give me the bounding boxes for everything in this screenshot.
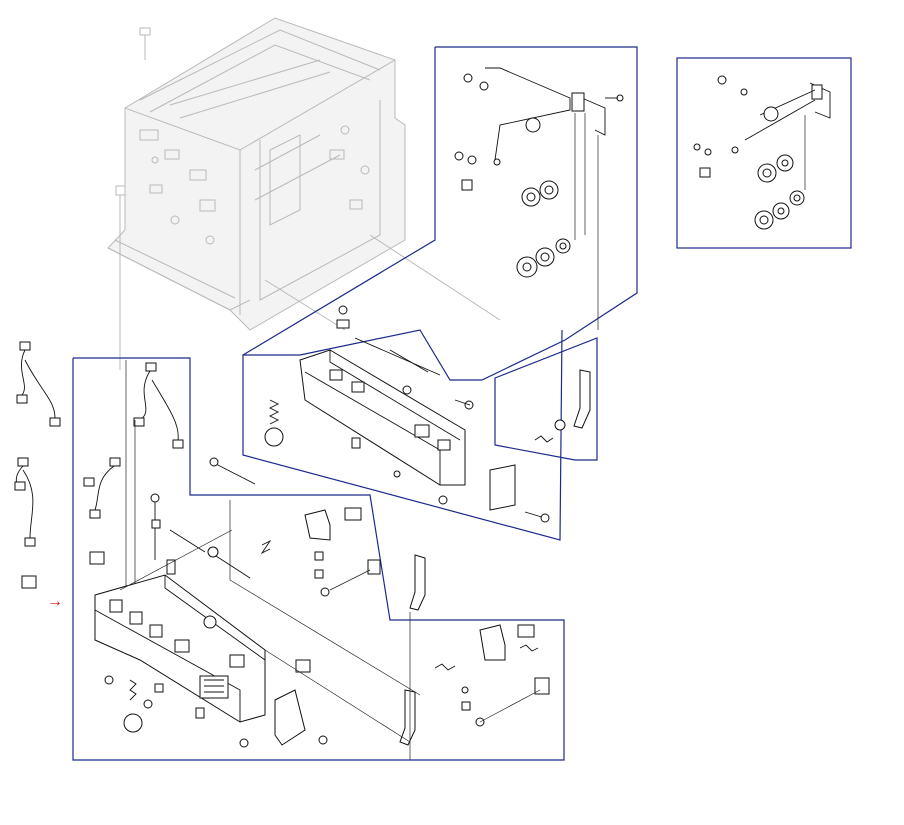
- gear-set-upper: [516, 180, 571, 278]
- main-assembly-parts: [83, 360, 550, 760]
- drive-assembly-variant-frame: [676, 57, 852, 249]
- drive-assembly-frame: [242, 46, 638, 541]
- main-assembly-frame: [72, 357, 565, 761]
- cable-harnesses: [14, 341, 61, 589]
- arrow-right-icon: →: [47, 593, 63, 610]
- printer-chassis-ghost: [107, 17, 501, 370]
- lever-assembly-frame: [494, 337, 598, 461]
- lever-parts: [534, 369, 591, 443]
- rail-assembly: [264, 305, 550, 523]
- upper-drive-parts: [454, 67, 624, 330]
- variant-drive-parts: [693, 75, 831, 230]
